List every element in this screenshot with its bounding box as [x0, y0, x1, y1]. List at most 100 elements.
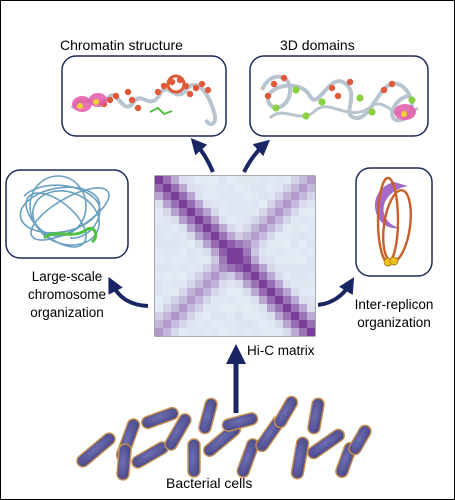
matrix-cell: [259, 304, 267, 312]
matrix-cell: [211, 232, 219, 240]
matrix-cell: [307, 208, 315, 216]
matrix-cell: [291, 288, 299, 296]
matrix-cell: [251, 232, 259, 240]
matrix-cell: [155, 272, 163, 280]
matrix-cell: [203, 200, 211, 208]
matrix-cell: [227, 256, 235, 264]
matrix-cell: [203, 304, 211, 312]
matrix-cell: [259, 320, 267, 328]
matrix-cell: [227, 184, 235, 192]
matrix-cell: [195, 216, 203, 224]
matrix-cell: [227, 296, 235, 304]
bacterial-cell: [75, 431, 118, 470]
matrix-cell: [275, 312, 283, 320]
matrix-cell: [219, 200, 227, 208]
matrix-cell: [267, 328, 275, 336]
matrix-cell: [283, 248, 291, 256]
matrix-cell: [251, 216, 259, 224]
matrix-cell: [275, 192, 283, 200]
chromatin-bead: [187, 91, 193, 97]
matrix-cell: [155, 256, 163, 264]
matrix-cell: [251, 176, 259, 184]
matrix-cell: [179, 248, 187, 256]
matrix-cell: [179, 304, 187, 312]
matrix-cell: [171, 176, 179, 184]
matrix-cell: [307, 320, 315, 328]
domain-bead: [347, 79, 353, 85]
matrix-cell: [243, 224, 251, 232]
matrix-cell: [299, 296, 307, 304]
matrix-cell: [267, 312, 275, 320]
matrix-cell: [195, 320, 203, 328]
matrix-cell: [219, 192, 227, 200]
matrix-cell: [267, 224, 275, 232]
matrix-cell: [267, 280, 275, 288]
matrix-cell: [203, 232, 211, 240]
matrix-cell: [219, 312, 227, 320]
matrix-cell: [155, 328, 163, 336]
matrix-cell: [203, 272, 211, 280]
matrix-cell: [179, 320, 187, 328]
matrix-cell: [235, 200, 243, 208]
matrix-cell: [251, 280, 259, 288]
matrix-cell: [187, 256, 195, 264]
matrix-cell: [179, 216, 187, 224]
matrix-cell: [195, 200, 203, 208]
matrix-cell: [299, 232, 307, 240]
matrix-cell: [179, 288, 187, 296]
matrix-cell: [155, 184, 163, 192]
matrix-cell: [171, 328, 179, 336]
matrix-cell: [291, 320, 299, 328]
matrix-cell: [219, 304, 227, 312]
matrix-cell: [267, 176, 275, 184]
chromatin-bead: [155, 89, 161, 95]
matrix-cell: [275, 208, 283, 216]
matrix-cell: [171, 288, 179, 296]
domain-bead: [335, 93, 341, 99]
domain-bead: [265, 93, 271, 99]
matrix-cell: [259, 272, 267, 280]
matrix-cell: [283, 312, 291, 320]
matrix-cell: [259, 184, 267, 192]
matrix-cell: [291, 312, 299, 320]
matrix-cell: [219, 256, 227, 264]
matrix-cell: [267, 320, 275, 328]
matrix-cell: [291, 216, 299, 224]
matrix-cell: [211, 240, 219, 248]
matrix-cell: [291, 248, 299, 256]
matrix-cell: [267, 304, 275, 312]
matrix-cell: [283, 256, 291, 264]
matrix-cell: [275, 232, 283, 240]
matrix-cell: [163, 200, 171, 208]
matrix-cell: [171, 312, 179, 320]
matrix-cell: [251, 192, 259, 200]
matrix-cell: [307, 192, 315, 200]
matrix-cell: [259, 216, 267, 224]
bacterial-cell: [130, 440, 171, 470]
matrix-cell: [227, 232, 235, 240]
matrix-cell: [291, 184, 299, 192]
matrix-cell: [307, 304, 315, 312]
matrix-cell: [227, 312, 235, 320]
matrix-cell: [203, 264, 211, 272]
matrix-cell: [291, 256, 299, 264]
matrix-cell: [187, 312, 195, 320]
matrix-cell: [243, 312, 251, 320]
matrix-cell: [243, 208, 251, 216]
matrix-cell: [211, 272, 219, 280]
matrix-cell: [283, 272, 291, 280]
matrix-cell: [155, 248, 163, 256]
matrix-cell: [227, 320, 235, 328]
matrix-cell: [243, 272, 251, 280]
domain-bead: [318, 98, 325, 105]
matrix-cell: [211, 296, 219, 304]
matrix-cell: [227, 216, 235, 224]
matrix-cell: [227, 280, 235, 288]
matrix-cell: [307, 176, 315, 184]
matrix-cell: [163, 272, 171, 280]
matrix-cell: [211, 280, 219, 288]
matrix-cell: [219, 296, 227, 304]
matrix-cell: [179, 312, 187, 320]
matrix-cell: [251, 312, 259, 320]
matrix-cell: [243, 176, 251, 184]
